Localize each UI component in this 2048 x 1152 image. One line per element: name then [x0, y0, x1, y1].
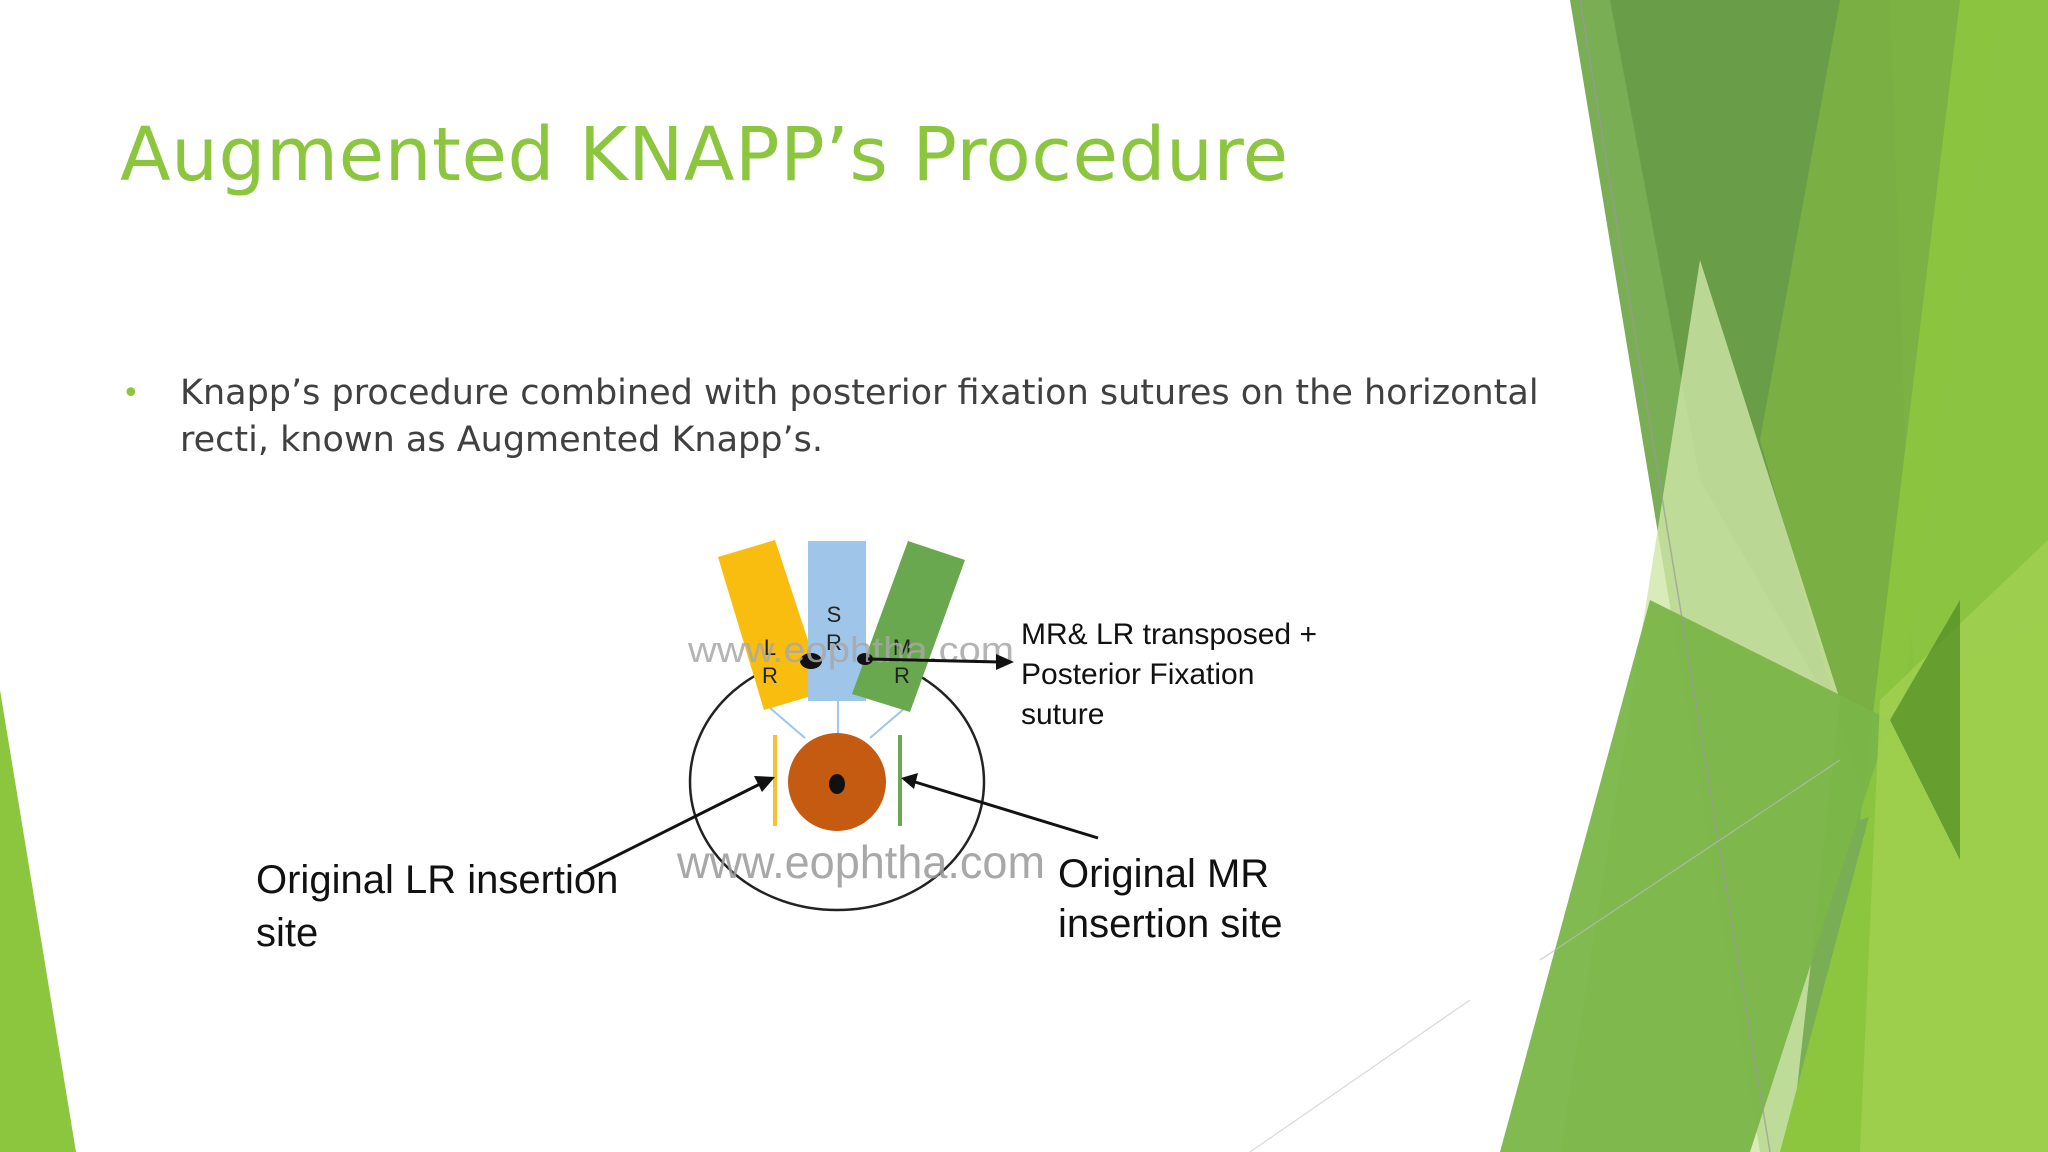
bullet-text: Knapp’s procedure combined with posterio…: [180, 373, 1539, 460]
bullet-marker-icon: •: [122, 376, 140, 411]
mr-insertion-arrow: [914, 780, 1099, 840]
mr-label-top: M: [893, 635, 911, 660]
medial-rectus-muscle: [852, 541, 965, 712]
transposed-label-line3: suture: [1021, 698, 1104, 731]
mr-label-bottom: R: [894, 663, 910, 688]
lr-label-bottom: R: [762, 663, 778, 688]
mr-insertion-arrowhead-icon: [901, 773, 918, 789]
lr-insertion-arrowhead-icon: [754, 776, 775, 792]
watermark-bottom: www.eophtha.com: [676, 836, 1045, 888]
sr-label-top: S: [827, 602, 842, 627]
bullet-item: • Knapp’s procedure combined with poster…: [120, 370, 1540, 464]
lr-insertion-label-line1: Original LR insertion: [256, 858, 618, 902]
transposed-arrow: [867, 657, 1001, 664]
transposed-label-line1: MR& LR transposed +: [1021, 618, 1317, 651]
watermark-top: www.eophtha.com: [687, 629, 1014, 670]
sr-label-bottom: R: [826, 630, 842, 655]
lr-insertion-label-line2: site: [256, 911, 318, 955]
slide-title: Augmented KNAPP’s Procedure: [120, 112, 1289, 198]
lr-label-top: L: [764, 635, 776, 660]
transposed-label-line2: Posterior Fixation: [1021, 658, 1254, 691]
posterior-fixation-suture-lr: [800, 653, 822, 669]
pupil: [829, 774, 845, 794]
bullet-list: • Knapp’s procedure combined with poster…: [120, 370, 1540, 464]
superior-rectus-muscle: [808, 541, 866, 701]
mr-insertion-label-line1: Original MR: [1058, 852, 1269, 896]
lateral-rectus-muscle: [718, 540, 825, 710]
lr-insertion-arrow: [583, 781, 763, 874]
transposed-arrowhead-icon: [996, 654, 1014, 670]
posterior-fixation-suture-mr: [857, 653, 873, 665]
mr-insertion-label-line2: insertion site: [1058, 902, 1283, 946]
